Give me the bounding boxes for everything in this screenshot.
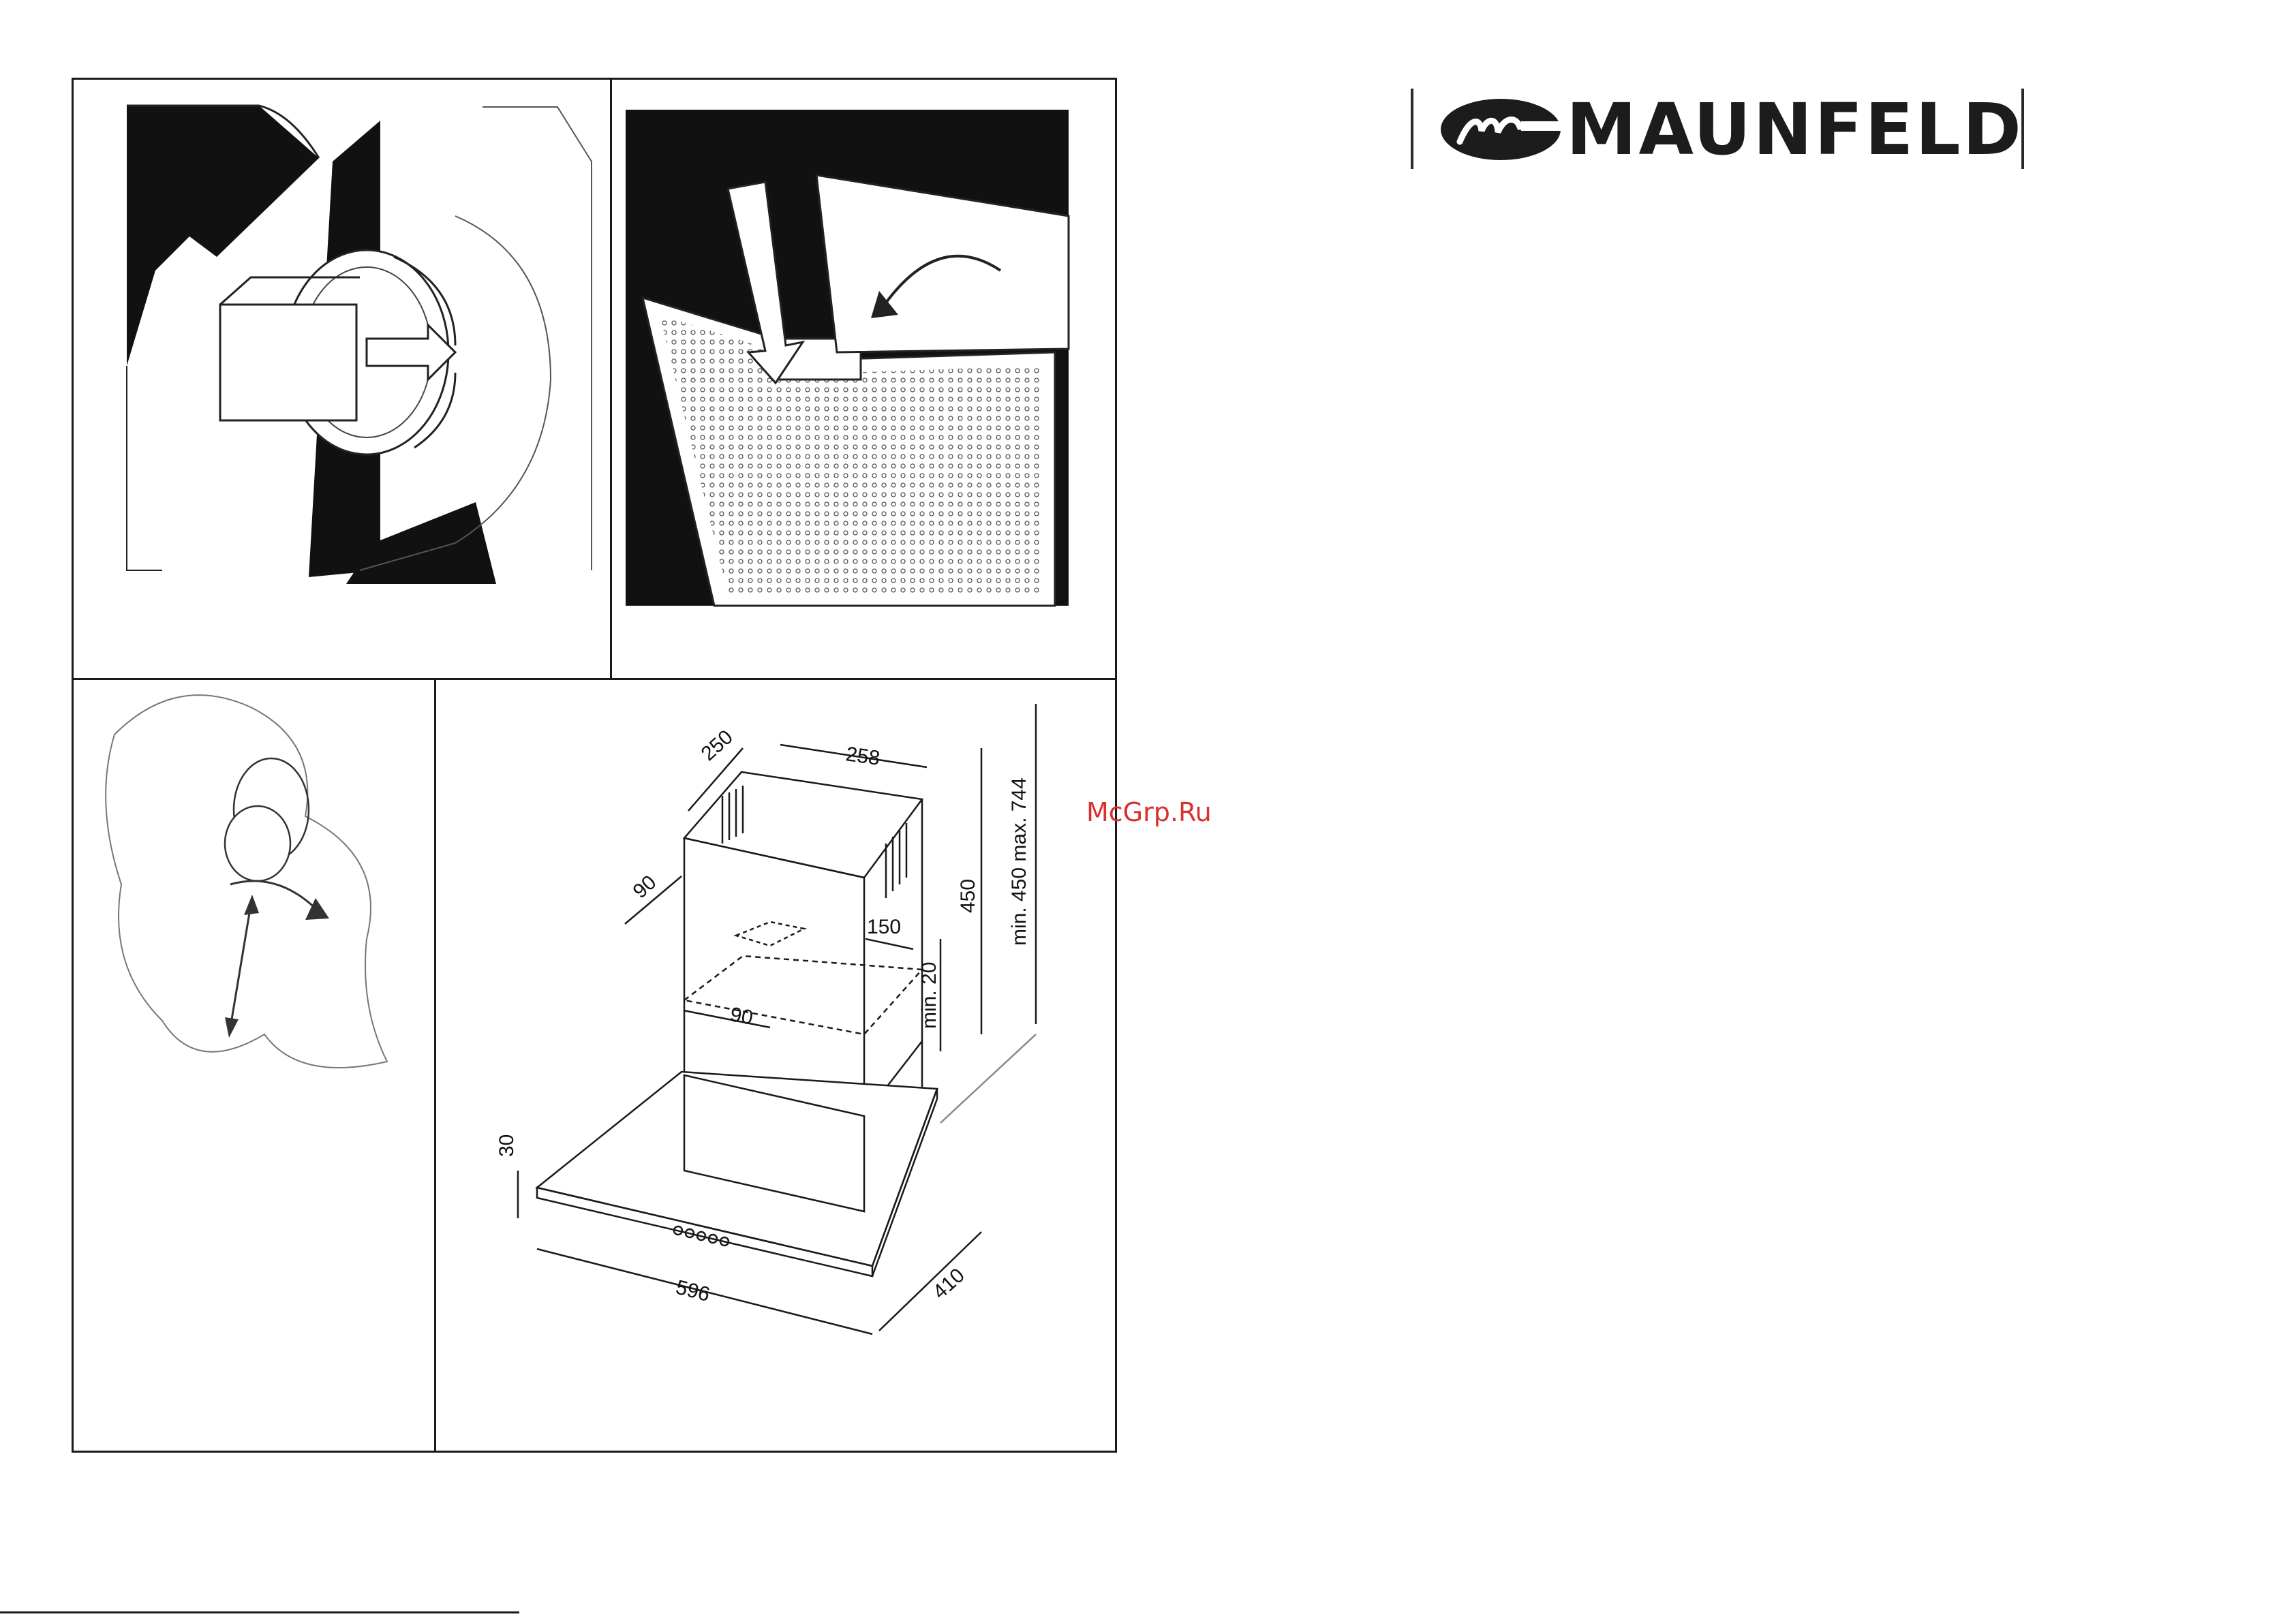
dim-596: 596 (673, 1276, 712, 1306)
dim-min-20: min. 20 (918, 962, 940, 1029)
brand-divider-right (2021, 89, 2024, 169)
watermark-text: McGrp.Ru (1086, 797, 1212, 827)
dim-250: 250 (697, 726, 737, 765)
illustration-dimensions: 250 258 90 150 450 min. 450 max. 744 min… (434, 678, 1117, 1453)
dim-90-bottom: 90 (729, 1003, 755, 1029)
illustration-motor-removal (72, 78, 612, 680)
dim-150: 150 (867, 916, 901, 938)
brand-header: MAUNFELD (1411, 89, 2024, 169)
illustration-filter-removal (610, 78, 1117, 680)
lamp-replacement-drawing (74, 680, 434, 1451)
brand-divider-left (1411, 89, 1413, 169)
dim-min-max: min. 450 max. 744 (1008, 777, 1030, 946)
footer-rule (0, 1611, 519, 1613)
dim-450: 450 (957, 879, 979, 913)
illustration-lamp-replacement (72, 678, 436, 1453)
dim-30: 30 (495, 1134, 518, 1157)
dim-258: 258 (844, 743, 881, 770)
brand-name: MAUNFELD (1566, 94, 2023, 165)
dimensions-drawing: 250 258 90 150 450 min. 450 max. 744 min… (436, 680, 1115, 1451)
dim-410: 410 (929, 1264, 969, 1303)
filter-removal-drawing (612, 80, 1115, 678)
motor-removal-drawing (74, 80, 610, 678)
